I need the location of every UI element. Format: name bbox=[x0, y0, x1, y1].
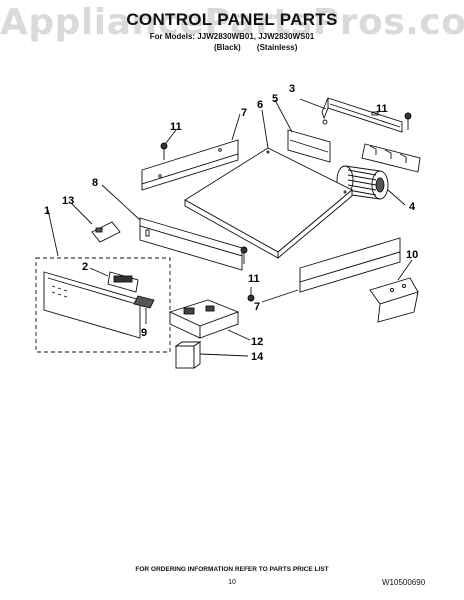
callout-11-middle: 11 bbox=[248, 273, 260, 285]
part-side-rail-lower bbox=[261, 237, 401, 303]
part-screw-left bbox=[160, 129, 177, 160]
callout-7-upper: 7 bbox=[241, 107, 247, 119]
part-clip bbox=[71, 203, 121, 243]
part-control-panel-assembly bbox=[35, 209, 171, 353]
callout-5: 5 bbox=[272, 93, 278, 105]
page-number: 10 bbox=[228, 579, 236, 586]
variant-stainless: (Stainless) bbox=[256, 43, 298, 52]
callout-9: 9 bbox=[141, 327, 147, 339]
callout-7-lower: 7 bbox=[254, 301, 260, 313]
watermark-text: AppliancePartsPros.com bbox=[0, 2, 464, 43]
callout-10: 10 bbox=[406, 249, 418, 261]
part-control-board bbox=[168, 299, 251, 341]
part-relay-box bbox=[174, 341, 249, 369]
model-variants: (Black) (Stainless) bbox=[214, 43, 311, 52]
callout-1: 1 bbox=[44, 205, 50, 217]
callout-6: 6 bbox=[257, 99, 263, 111]
part-top-panel bbox=[184, 109, 353, 259]
page-title: CONTROL PANEL PARTS bbox=[126, 10, 338, 29]
part-rear-bracket bbox=[299, 97, 403, 133]
variant-black: (Black) bbox=[214, 43, 241, 52]
callout-11-right: 11 bbox=[376, 103, 388, 115]
part-screw-lower bbox=[247, 287, 255, 302]
part-display-board bbox=[89, 267, 139, 293]
part-cooling-fan bbox=[336, 143, 421, 206]
callout-11-left: 11 bbox=[170, 121, 182, 133]
callout-3: 3 bbox=[289, 83, 295, 95]
callout-4: 4 bbox=[409, 201, 416, 213]
callout-8: 8 bbox=[92, 177, 98, 189]
callout-2: 2 bbox=[82, 261, 88, 273]
part-small-bracket bbox=[274, 99, 331, 163]
part-screw-top-right bbox=[404, 112, 412, 130]
part-mount-bracket bbox=[369, 259, 419, 323]
part-side-rail-upper bbox=[141, 113, 241, 191]
part-screw-middle bbox=[240, 246, 248, 264]
part-front-trim bbox=[101, 184, 243, 271]
callout-14: 14 bbox=[251, 351, 264, 363]
part-keypad bbox=[133, 295, 155, 324]
callout-13: 13 bbox=[62, 195, 74, 207]
ordering-note: FOR ORDERING INFORMATION REFER TO PARTS … bbox=[135, 566, 329, 573]
callout-12: 12 bbox=[251, 336, 263, 348]
model-numbers: For Models: JJW2830WB01, JJW2830WS01 bbox=[149, 32, 315, 41]
document-number: W10500690 bbox=[382, 578, 426, 587]
